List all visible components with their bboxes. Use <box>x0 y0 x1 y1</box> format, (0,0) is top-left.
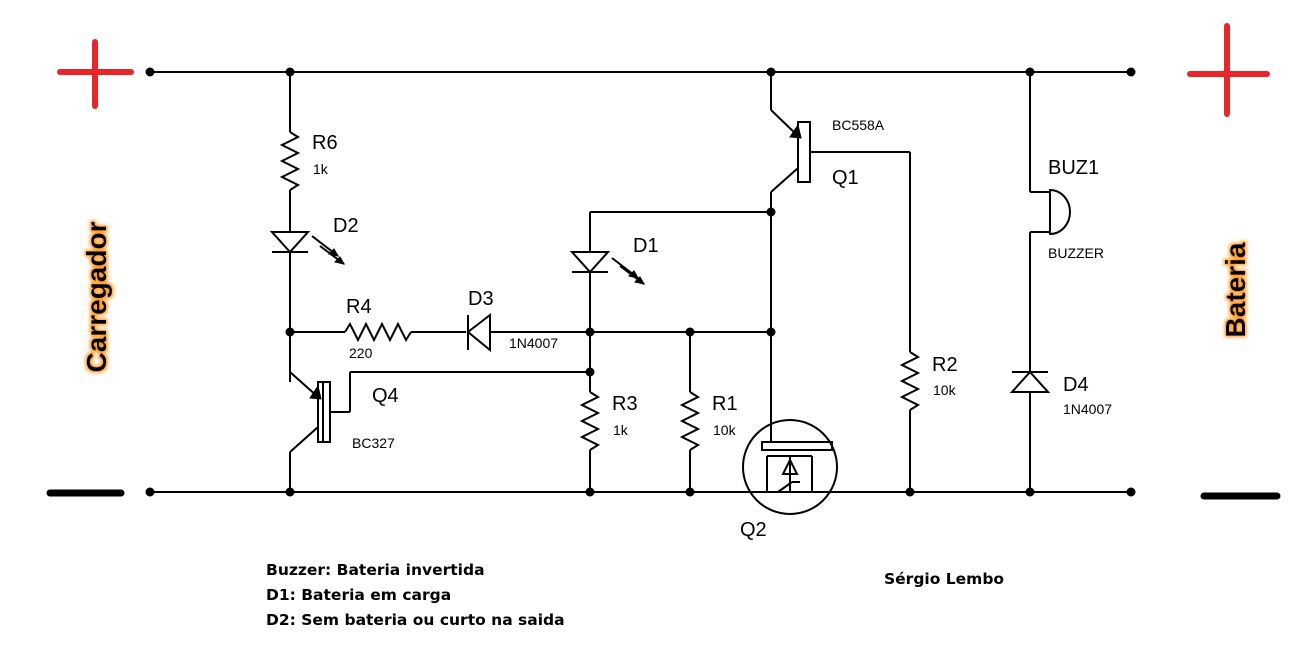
battery-label: Bateria <box>1220 242 1251 337</box>
mosfet-q2: Q2 <box>740 419 838 541</box>
d4-name: D4 <box>1063 374 1089 396</box>
diode-d3: D3 1N4007 <box>466 288 771 353</box>
r6-value: 1k <box>313 161 329 177</box>
charger-label: Carregador <box>81 221 112 372</box>
resistor-r2: R2 10k <box>899 152 958 492</box>
legend-buzzer: Buzzer: Bateria invertida <box>266 561 485 579</box>
battery-plus-sign <box>1187 23 1270 117</box>
r1-value: 10k <box>713 422 737 438</box>
r3-value: 1k <box>613 422 629 438</box>
resistor-r4: R4 220 <box>290 296 466 361</box>
r4-name: R4 <box>346 296 372 318</box>
d2-name: D2 <box>333 215 359 237</box>
resistor-r6: R6 1k <box>279 72 338 232</box>
legend-d1: D1: Bateria em carga <box>266 586 452 604</box>
d4-value: 1N4007 <box>1063 401 1112 417</box>
r3-name: R3 <box>612 393 638 415</box>
q1-value: BC558A <box>832 117 885 133</box>
buz1-name: BUZ1 <box>1048 157 1099 179</box>
q2-name: Q2 <box>740 519 767 541</box>
d3-name: D3 <box>468 288 494 310</box>
diode-d4: D4 1N4007 <box>1009 370 1112 492</box>
r4-value: 220 <box>349 345 373 361</box>
charger-plus-sign <box>57 39 134 109</box>
legend-d2: D2: Sem bateria ou curto na saida <box>266 611 565 629</box>
resistor-r1: R1 10k <box>679 332 738 492</box>
q1-name: Q1 <box>832 167 859 189</box>
resistor-r3: R3 1k <box>579 391 638 492</box>
r6-name: R6 <box>312 132 338 154</box>
r2-name: R2 <box>932 354 958 376</box>
q4-value: BC327 <box>352 435 395 451</box>
r1-name: R1 <box>712 393 738 415</box>
r2-value: 10k <box>933 382 957 398</box>
legend: Buzzer: Bateria invertida D1: Bateria em… <box>266 558 565 633</box>
transistor-q4: Q4 BC327 <box>289 332 590 492</box>
author-credit: Sérgio Lembo <box>884 570 1005 588</box>
buzzer-buz1: BUZ1 BUZZER <box>1029 72 1104 372</box>
led-d1: D1 <box>569 211 771 392</box>
d1-name: D1 <box>633 235 659 257</box>
q4-name: Q4 <box>372 385 399 407</box>
d3-value: 1N4007 <box>509 335 558 351</box>
buz1-value: BUZZER <box>1048 245 1104 261</box>
junction-dots <box>145 67 1136 497</box>
transistor-q1: BC558A Q1 <box>770 72 910 430</box>
